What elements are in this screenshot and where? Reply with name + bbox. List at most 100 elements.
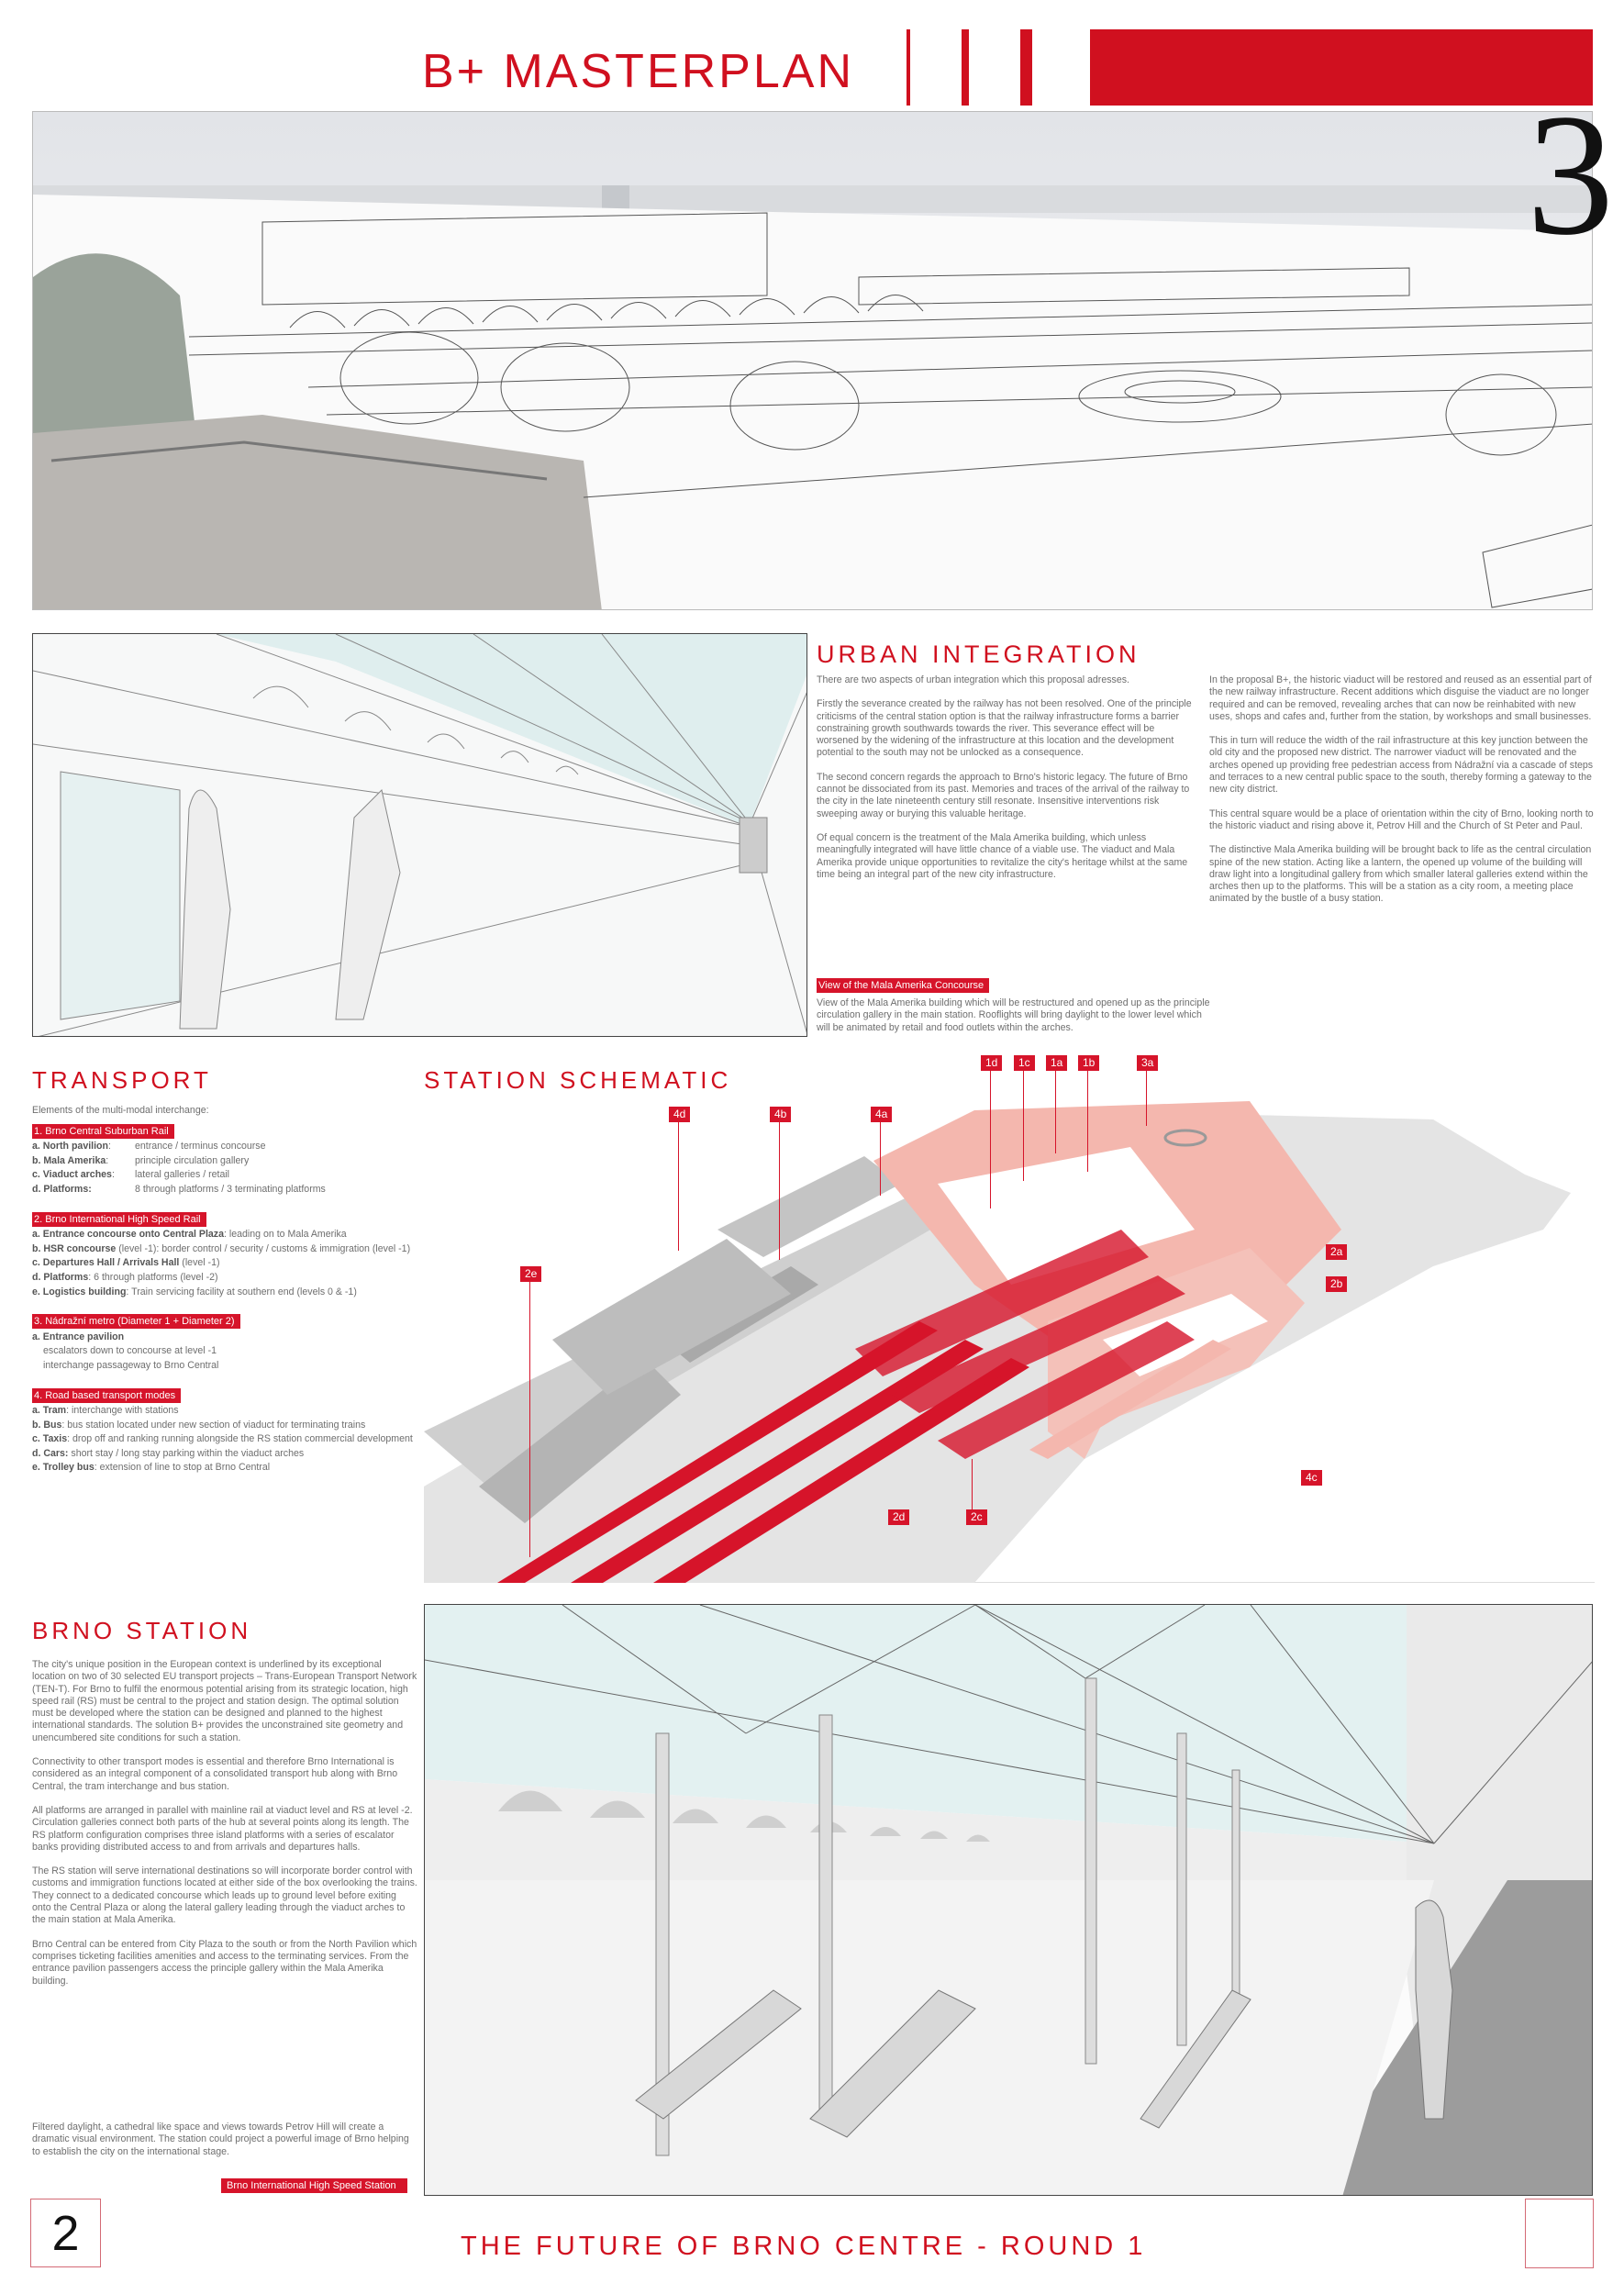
item-separator: : xyxy=(224,1229,227,1241)
footer-empty-box xyxy=(1525,2199,1594,2268)
item-separator: : xyxy=(94,1462,97,1474)
item-separator: : xyxy=(61,1419,65,1431)
paragraph: There are two aspects of urban integrati… xyxy=(817,674,1129,685)
paragraph: The city's unique position in the Europe… xyxy=(32,1659,417,1743)
item-key: d. Cars: xyxy=(32,1447,69,1459)
item-key: e. Logistics building xyxy=(32,1286,127,1297)
item-value: bus station located under new section of… xyxy=(64,1419,366,1431)
paragraph: All platforms are arranged in parallel w… xyxy=(32,1804,413,1853)
transport-item: a. Tram: interchange with stations xyxy=(32,1404,417,1419)
header-divider-bar xyxy=(962,29,969,106)
footer-title: THE FUTURE OF BRNO CENTRE - ROUND 1 xyxy=(461,2232,1147,2261)
brno-station-render-image xyxy=(424,1604,1593,2196)
paragraph: This in turn will reduce the width of th… xyxy=(1209,735,1594,796)
transport-intro: Elements of the multi-modal interchange: xyxy=(32,1105,209,1116)
schematic-label-1d: 1d xyxy=(981,1055,1003,1071)
item-key: a. Entrance concourse onto Central Plaza xyxy=(32,1229,224,1241)
item-value: short stay / long stay parking within th… xyxy=(68,1447,305,1459)
item-key: d. Platforms: xyxy=(32,1183,92,1195)
item-key: a. Entrance pavilion xyxy=(32,1331,125,1342)
item-key: c. Departures Hall / Arrivals Hall xyxy=(32,1257,180,1269)
item-value: principle circulation gallery xyxy=(135,1154,250,1166)
transport-item: c. Taxis: drop off and ranking running a… xyxy=(32,1432,417,1447)
paragraph: Brno Central can be entered from City Pl… xyxy=(32,1938,417,1987)
paragraph: The distinctive Mala Amerika building wi… xyxy=(1209,844,1592,905)
transport-item: d. Platforms: 8 through platforms / 3 ter… xyxy=(32,1183,417,1197)
item-value: 8 through platforms / 3 terminating plat… xyxy=(135,1183,326,1195)
item-key: b. HSR concourse xyxy=(32,1242,117,1254)
schematic-label-4b: 4b xyxy=(770,1107,792,1122)
item-separator: : xyxy=(88,1271,92,1283)
item-value: (level -1): border control / security / … xyxy=(116,1242,411,1254)
item-key: d. Platforms xyxy=(32,1271,89,1283)
schematic-label-4a: 4a xyxy=(871,1107,893,1122)
caption-tag-label: View of the Mala Amerika Concourse xyxy=(817,978,990,993)
schematic-label-1b: 1b xyxy=(1078,1055,1100,1071)
item-key: b. Mala Amerika xyxy=(32,1154,106,1166)
item-key: a. North pavilion xyxy=(32,1141,108,1153)
brno-station-text: The city's unique position in the Europe… xyxy=(32,1659,417,1999)
transport-item: b. HSR concourse (level -1): border cont… xyxy=(32,1242,417,1257)
item-value: extension of line to stop at Brno Centra… xyxy=(96,1462,271,1474)
caption-tag-label: Brno International High Speed Station xyxy=(221,2178,407,2193)
transport-item: escalators down to concourse at level -1 xyxy=(32,1344,417,1359)
urban-integration-column-1: There are two aspects of urban integrati… xyxy=(817,674,1197,893)
transport-item: a. North pavilion: entrance / terminus co… xyxy=(32,1140,417,1154)
item-separator: : xyxy=(108,1141,111,1153)
transport-group-title: 3. Nádražní metro (Diameter 1 + Diameter… xyxy=(32,1314,240,1330)
header-divider-bar xyxy=(1020,29,1032,106)
paragraph: In the proposal B+, the historic viaduct… xyxy=(1209,674,1592,722)
paragraph: The second concern regards the approach … xyxy=(817,771,1190,819)
schematic-label-1a: 1a xyxy=(1046,1055,1068,1071)
page-number: 2 xyxy=(51,2205,80,2261)
item-separator: : xyxy=(67,1433,71,1445)
transport-item: c. Viaduct arches: lateral galleries / re… xyxy=(32,1168,417,1183)
paragraph: This central square would be a place of … xyxy=(1209,807,1594,831)
concourse-caption: View of the Mala Amerika building which … xyxy=(817,997,1210,1033)
transport-item: d. Cars: short stay / long stay parking … xyxy=(32,1447,417,1462)
item-key: b. Bus xyxy=(32,1419,62,1431)
transport-group-title: 1. Brno Central Suburban Rail xyxy=(32,1123,174,1139)
transport-item: a. Entrance concourse onto Central Plaza… xyxy=(32,1228,417,1242)
item-value: (level -1) xyxy=(179,1257,220,1269)
mala-amerika-concourse-image xyxy=(32,633,807,1037)
item-separator: : xyxy=(111,1169,115,1181)
hero-aerial-view-image xyxy=(32,111,1593,610)
transport-item: a. Entrance pavilion xyxy=(32,1331,417,1345)
schematic-label-2b: 2b xyxy=(1326,1276,1348,1292)
transport-group-title: 4. Road based transport modes xyxy=(32,1387,182,1403)
schematic-label-3a: 3a xyxy=(1137,1055,1159,1071)
item-value: Train servicing facility at southern end… xyxy=(128,1286,357,1297)
item-value: interchange passageway to Brno Central xyxy=(43,1359,219,1371)
header-red-block xyxy=(1090,29,1593,106)
header-divider-bar xyxy=(907,29,910,106)
item-key: e. Trolley bus xyxy=(32,1462,95,1474)
item-key: c. Viaduct arches xyxy=(32,1169,112,1181)
item-value: lateral galleries / retail xyxy=(135,1169,230,1181)
item-value: entrance / terminus concourse xyxy=(135,1141,266,1153)
schematic-label-2e: 2e xyxy=(520,1266,542,1282)
transport-item: c. Departures Hall / Arrivals Hall (leve… xyxy=(32,1256,417,1271)
paragraph: The RS station will serve international … xyxy=(32,1865,417,1926)
brno-station-heading: BRNO STATION xyxy=(32,1617,252,1644)
item-value: 6 through platforms (level -2) xyxy=(91,1271,218,1283)
paragraph: Connectivity to other transport modes is… xyxy=(32,1756,398,1792)
transport-list: Elements of the multi-modal interchange:… xyxy=(32,1104,417,1490)
item-separator: : xyxy=(126,1286,129,1297)
urban-integration-column-2: In the proposal B+, the historic viaduct… xyxy=(1209,674,1596,918)
poster-title: B+ MASTERPLAN xyxy=(422,45,855,98)
station-caption-tag: Brno International High Speed Station xyxy=(221,2177,407,2193)
schematic-label-4d: 4d xyxy=(669,1107,691,1122)
transport-group-title: 2. Brno International High Speed Rail xyxy=(32,1211,206,1227)
brno-station-closing: Filtered daylight, a cathedral like spac… xyxy=(32,2121,409,2157)
item-value: drop off and ranking running alongside t… xyxy=(70,1433,413,1445)
item-separator: : xyxy=(66,1405,70,1417)
transport-item: e. Trolley bus: extension of line to sto… xyxy=(32,1461,417,1476)
sheet-number: 3 xyxy=(1527,79,1614,272)
item-separator: : xyxy=(106,1154,109,1166)
page-number-box: 2 xyxy=(30,2199,101,2267)
schematic-label-2c: 2c xyxy=(966,1509,987,1525)
transport-item: b. Bus: bus station located under new se… xyxy=(32,1419,417,1433)
